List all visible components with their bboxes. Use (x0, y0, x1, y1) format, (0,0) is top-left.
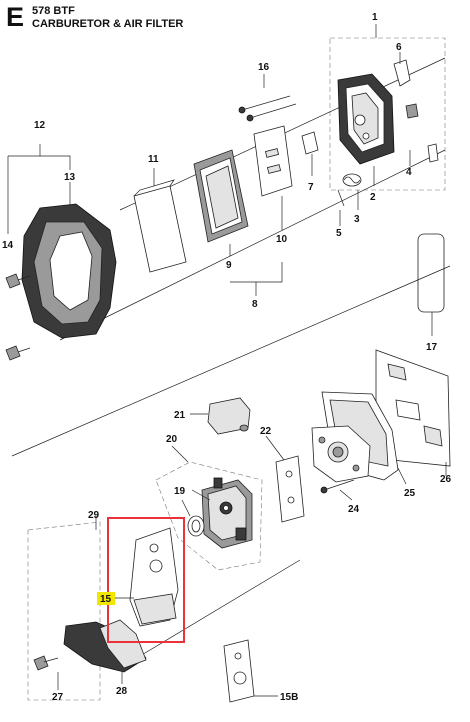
callout-11: 11 (148, 154, 159, 165)
part-16-bolts (238, 74, 297, 122)
callout-16: 16 (258, 62, 270, 73)
callout-24: 24 (348, 504, 360, 515)
part-22-gasket (265, 435, 305, 523)
callout-3: 3 (354, 214, 360, 225)
callout-22: 22 (260, 426, 272, 437)
carburetor-body (191, 477, 253, 549)
air-filter-housing (337, 73, 395, 165)
part-13-air-filter-cover (21, 182, 117, 339)
callout-28: 28 (116, 686, 128, 697)
part-5-screw (337, 189, 345, 226)
callout-13: 13 (64, 172, 76, 183)
section-letter: E (6, 2, 25, 32)
callout-14: 14 (2, 240, 14, 251)
callout-9: 9 (226, 260, 232, 271)
part-28-lower-cover (63, 619, 147, 684)
part-15-bracket (129, 527, 179, 627)
model-name: 578 BTF (32, 5, 75, 17)
callout-7: 7 (308, 182, 314, 193)
group-box-carburetor (155, 461, 263, 571)
part-24-adaptor (311, 425, 371, 501)
callout-15b: 15B (280, 692, 298, 703)
part-15-callout-marker (97, 592, 115, 605)
part-15-highlight-box (107, 517, 185, 643)
diagram-title: CARBURETOR & AIR FILTER (32, 18, 184, 30)
part-15b-plate (223, 639, 278, 703)
part-12-bracket (8, 155, 71, 170)
callout-21: 21 (174, 410, 186, 421)
part-27-screw (33, 655, 59, 690)
part-17-seal (417, 233, 445, 336)
callout-2: 2 (370, 192, 376, 203)
callout-26: 26 (440, 474, 452, 485)
part-11-filter-element (133, 168, 187, 273)
part-small-screw-right (405, 103, 419, 119)
callout-4: 4 (406, 167, 412, 178)
callout-27: 27 (52, 692, 64, 703)
callout-10: 10 (276, 234, 288, 245)
group-box-housing (329, 37, 446, 191)
callout-12: 12 (34, 120, 46, 131)
part-21-cap (190, 397, 251, 435)
part-26-heat-shield-plate (375, 349, 451, 476)
callout-19: 19 (174, 486, 186, 497)
callout-25: 25 (404, 488, 416, 499)
part-6-clip (393, 52, 411, 87)
callout-6: 6 (396, 42, 402, 53)
callout-17: 17 (426, 342, 438, 353)
part-4-strip (409, 143, 439, 166)
part-14-screws (5, 273, 31, 361)
part-10-filter-panel (253, 125, 293, 230)
part-9-filter-frame (193, 149, 249, 256)
group-box-29 (27, 521, 101, 701)
callout-8: 8 (252, 299, 258, 310)
axis-line-lower-1 (11, 265, 451, 457)
callout-15: 15 (100, 594, 112, 605)
part-20-leader (171, 445, 189, 463)
part-3-spring (342, 173, 362, 210)
callout-1: 1 (372, 12, 378, 23)
callout-5: 5 (336, 228, 342, 239)
callout-29: 29 (88, 510, 100, 521)
part-8-bracket (230, 262, 283, 283)
part-19-gasket-ring (181, 499, 205, 537)
part-7-bracket (301, 131, 319, 176)
axis-line-lower-2 (129, 559, 301, 663)
callout-20: 20 (166, 434, 178, 445)
axis-line-upper-2 (59, 149, 446, 341)
